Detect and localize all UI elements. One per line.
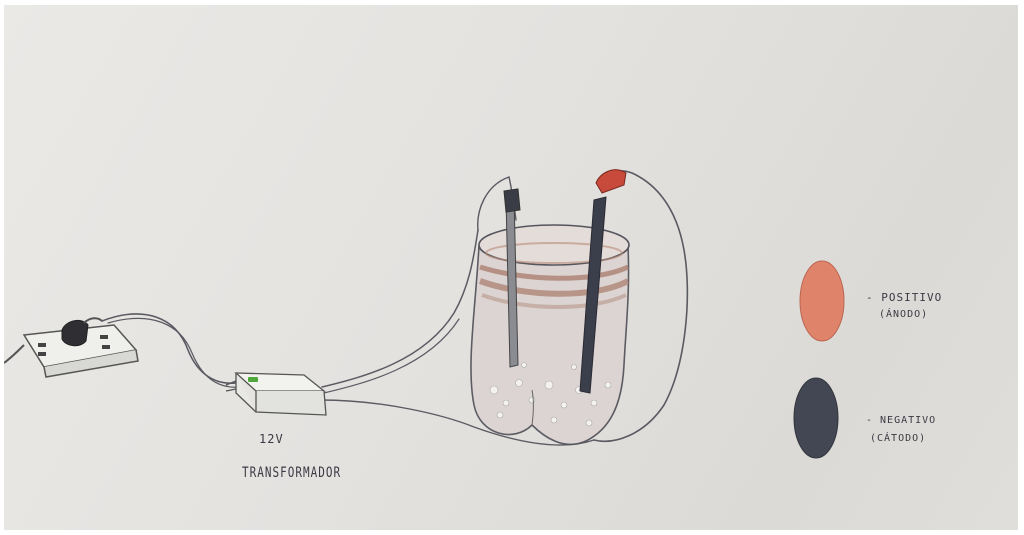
legend-positive-swatch: [800, 261, 844, 341]
transformer-voltage-label: 12V: [259, 432, 284, 446]
electrolysis-sketch: [4, 5, 1018, 530]
sketch-paper: 12V TRANSFORMADOR - POSITIVO (ÁNODO) - N…: [4, 5, 1018, 530]
legend-negative-swatch: [794, 378, 838, 458]
transformer: [226, 373, 326, 415]
legend-negative-label: - NEGATIVO: [866, 415, 936, 426]
legend-positive-sublabel: (ÁNODO): [879, 309, 928, 320]
electrolysis-container: [471, 225, 629, 444]
transformer-label: TRANSFORMADOR: [242, 464, 341, 480]
legend-negative-sublabel: (CÁTODO): [870, 433, 926, 444]
legend-positive-label: - POSITIVO: [866, 291, 942, 304]
power-strip: [4, 318, 138, 377]
